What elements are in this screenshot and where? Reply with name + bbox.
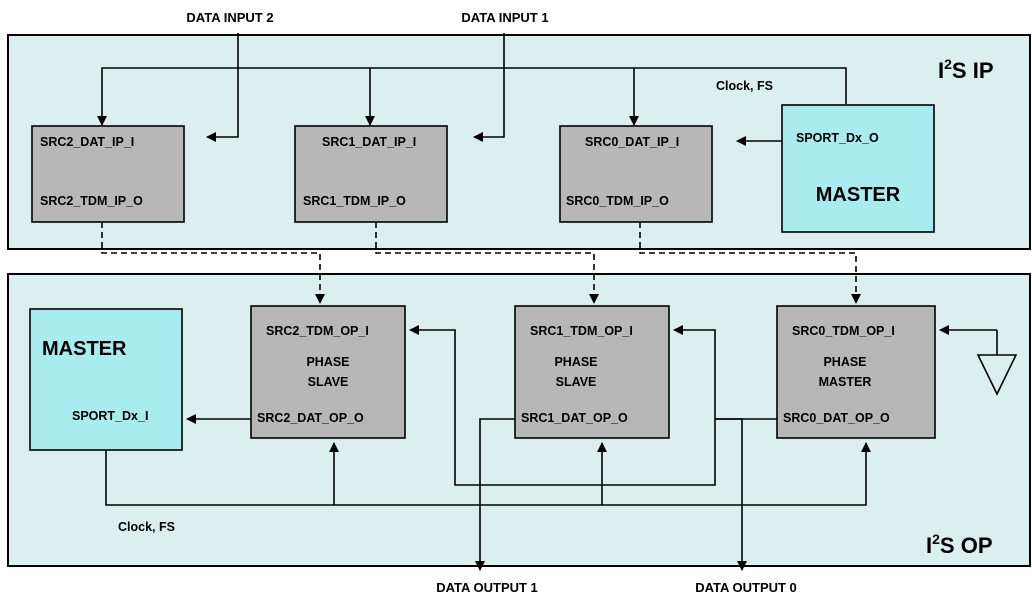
src2-ip-block: SRC2_DAT_IP_I SRC2_TDM_IP_O <box>31 125 185 223</box>
sport-dx-o-port: SPORT_Dx_O <box>796 131 879 145</box>
data-output-1-label: DATA OUTPUT 1 <box>436 580 538 595</box>
src1-tdm-op-i-port: SRC1_TDM_OP_I <box>530 324 633 338</box>
src2-tdm-op-i-port: SRC2_TDM_OP_I <box>266 324 369 338</box>
data-input-2-label: DATA INPUT 2 <box>186 10 273 25</box>
src1-slave-label: SLAVE <box>556 375 597 389</box>
src0-ip-block: SRC0_DAT_IP_I SRC0_TDM_IP_O <box>559 125 713 223</box>
src0-master-label: MASTER <box>819 375 872 389</box>
sport-dx-i-port: SPORT_Dx_I <box>72 409 148 423</box>
op-master-block: MASTER SPORT_Dx_I <box>29 308 183 451</box>
src1-tdm-ip-o-port: SRC1_TDM_IP_O <box>303 194 406 208</box>
ip-panel-title: I2S IP <box>938 56 994 83</box>
op-wiring <box>105 325 871 571</box>
ip-master-label: MASTER <box>816 184 901 206</box>
tdm-dashed-links <box>101 222 861 304</box>
src0-tdm-op-i-port: SRC0_TDM_OP_I <box>792 324 895 338</box>
src0-dat-ip-i-port: SRC0_DAT_IP_I <box>585 135 679 149</box>
ip-clock-fs-label: Clock, FS <box>716 79 773 93</box>
ip-master-block: SPORT_Dx_O MASTER <box>781 104 935 233</box>
src2-slave-label: SLAVE <box>308 375 349 389</box>
src2-dat-ip-i-port: SRC2_DAT_IP_I <box>40 135 134 149</box>
data-input-1-label: DATA INPUT 1 <box>461 10 548 25</box>
src2-tdm-ip-o-port: SRC2_TDM_IP_O <box>40 194 143 208</box>
data-output-0-label: DATA OUTPUT 0 <box>695 580 797 595</box>
ground-icon <box>939 325 1018 396</box>
src0-phase-label: PHASE <box>823 355 866 369</box>
ip-wiring <box>97 33 847 146</box>
src0-tdm-ip-o-port: SRC0_TDM_IP_O <box>566 194 669 208</box>
src0-dat-op-o-port: SRC0_DAT_OP_O <box>783 411 890 425</box>
src1-phase-label: PHASE <box>554 355 597 369</box>
op-clock-fs-label: Clock, FS <box>118 520 175 534</box>
src0-op-block: SRC0_TDM_OP_I PHASE MASTER SRC0_DAT_OP_O <box>776 305 936 439</box>
src1-dat-ip-i-port: SRC1_DAT_IP_I <box>322 135 416 149</box>
src2-op-block: SRC2_TDM_OP_I PHASE SLAVE SRC2_DAT_OP_O <box>250 305 406 439</box>
src1-dat-op-o-port: SRC1_DAT_OP_O <box>521 411 628 425</box>
op-master-label: MASTER <box>42 338 127 360</box>
op-panel-title: I2S OP <box>926 531 993 558</box>
src2-dat-op-o-port: SRC2_DAT_OP_O <box>257 411 364 425</box>
src1-ip-block: SRC1_DAT_IP_I SRC1_TDM_IP_O <box>294 125 448 223</box>
src2-phase-label: PHASE <box>306 355 349 369</box>
src1-op-block: SRC1_TDM_OP_I PHASE SLAVE SRC1_DAT_OP_O <box>514 305 670 439</box>
